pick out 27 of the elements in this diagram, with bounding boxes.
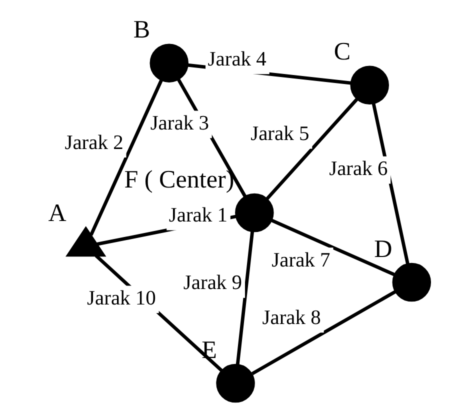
node-circle — [234, 193, 274, 232]
edge-label: Jarak 2 — [64, 132, 123, 154]
node-label: B — [132, 16, 150, 44]
edge-label: Jarak 8 — [262, 306, 320, 329]
node-label: F ( Center) — [124, 166, 234, 194]
edge-label: Jarak 9 — [182, 272, 242, 294]
node-circle — [350, 66, 388, 104]
node-triangle — [65, 226, 106, 257]
edge-label: Jarak 1 — [168, 204, 228, 227]
connector — [250, 290, 396, 376]
node-circle — [392, 262, 431, 302]
connector — [270, 218, 396, 276]
edge-label: Jarak 7 — [271, 249, 330, 272]
connector — [371, 102, 409, 264]
node-label: C — [333, 38, 350, 66]
connector — [89, 79, 162, 236]
edge-label: Jarak 6 — [328, 158, 388, 180]
edge-label: Jarak 10 — [86, 287, 156, 310]
node-label: A — [48, 200, 66, 227]
node-label: D — [374, 236, 392, 263]
edge-label: Jarak 4 — [207, 48, 266, 70]
node-circle — [149, 44, 188, 82]
connector — [235, 230, 254, 365]
edge-label: Jarak 3 — [150, 112, 208, 134]
connector — [265, 98, 358, 200]
node-circle — [216, 364, 254, 403]
edge-label: Jarak 5 — [250, 123, 309, 146]
